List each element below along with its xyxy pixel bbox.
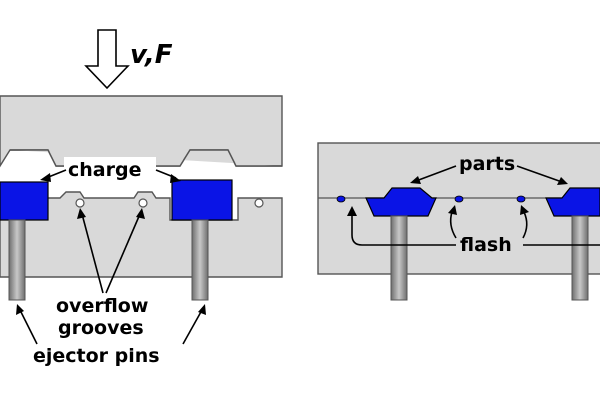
overflow-label: overflow bbox=[56, 295, 148, 317]
grooves-label: grooves bbox=[58, 317, 144, 339]
ejector-label: ejector pins bbox=[33, 345, 160, 367]
flash-arrowhead-left-icon bbox=[347, 206, 357, 216]
charge-right bbox=[171, 179, 233, 221]
flash-arrow-mid2 bbox=[522, 211, 528, 239]
parts-label-bg bbox=[455, 152, 517, 176]
flash-arrow-left bbox=[351, 214, 456, 246]
force-label: v,F bbox=[130, 40, 173, 70]
overflow-groove-1 bbox=[75, 198, 85, 208]
flash-3 bbox=[516, 195, 526, 203]
part-2 bbox=[545, 187, 600, 217]
flash-arrowhead-mid-icon bbox=[448, 205, 457, 215]
lower-mold-half bbox=[0, 191, 283, 278]
charge-label-bg bbox=[64, 157, 156, 181]
ejector-arrow-2 bbox=[182, 309, 203, 345]
charge-label: charge bbox=[68, 159, 141, 181]
groove-arrowhead-2-icon bbox=[136, 208, 145, 219]
overflow-groove-3 bbox=[254, 198, 264, 208]
parts-arrow-right bbox=[516, 165, 563, 183]
flash-label: flash bbox=[460, 234, 512, 256]
ejector-arrowhead-1-icon bbox=[16, 304, 24, 315]
charge-arrowhead-left-icon bbox=[40, 173, 51, 182]
ejector-arrowhead-2-icon bbox=[198, 304, 206, 315]
parts-label: parts bbox=[459, 153, 515, 175]
ejector-pin-2 bbox=[191, 219, 209, 301]
ejector-pin-4 bbox=[571, 215, 589, 301]
press-arrow-icon bbox=[84, 29, 130, 90]
ejector-pin-3 bbox=[390, 215, 408, 301]
groove-arrow-1 bbox=[81, 213, 104, 294]
flash-1 bbox=[336, 195, 346, 203]
charge-arrowhead-right-icon bbox=[170, 174, 181, 183]
upper-mold-half bbox=[0, 95, 283, 168]
ejector-arrow-1 bbox=[19, 309, 38, 345]
groove-arrowhead-1-icon bbox=[77, 208, 86, 219]
parts-arrowhead-right-icon bbox=[557, 177, 568, 185]
flash-label-bg bbox=[457, 232, 523, 256]
charge-left bbox=[0, 181, 49, 221]
parts-arrowhead-left-icon bbox=[410, 176, 421, 184]
flash-2 bbox=[454, 195, 464, 203]
ejector-pin-1 bbox=[8, 219, 26, 301]
parts-arrow-left bbox=[415, 165, 457, 182]
overflow-groove-2 bbox=[138, 198, 148, 208]
flash-arrowhead-mid2-icon bbox=[520, 205, 529, 215]
groove-arrow-2 bbox=[105, 213, 141, 294]
flash-arrow-mid bbox=[449, 211, 457, 239]
